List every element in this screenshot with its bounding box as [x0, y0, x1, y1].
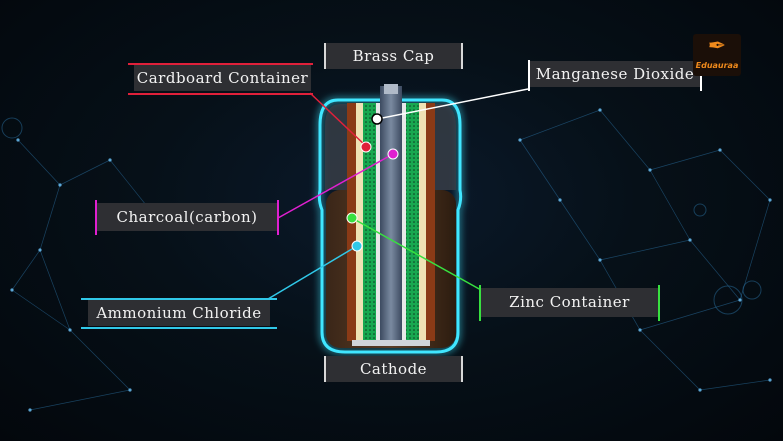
charcoal-mix-right	[406, 103, 419, 341]
network-link	[11, 249, 41, 291]
leader-zinc	[351, 217, 482, 291]
bar-ammonium-top	[81, 298, 277, 300]
tick-cathode-right	[461, 356, 463, 382]
battery-outline	[317, 98, 463, 354]
network-link	[69, 329, 131, 391]
tick-zinc-left	[479, 285, 481, 321]
network-link	[559, 199, 601, 261]
leader-charcoal	[277, 153, 394, 219]
marker-zinc	[346, 212, 358, 224]
tick-charcoal-right	[277, 200, 279, 235]
network-node	[698, 388, 702, 392]
network-link	[639, 329, 701, 391]
marker-cardboard	[360, 141, 372, 153]
network-node	[128, 388, 132, 392]
marker-charcoal	[387, 148, 399, 160]
network-node	[16, 138, 20, 142]
network-node	[648, 168, 652, 172]
logo-text: Eduauraa	[695, 61, 739, 70]
label-ammonium-chloride: Ammonium Chloride	[88, 300, 270, 326]
leader-cardboard	[309, 92, 368, 148]
label-charcoal: Charcoal(carbon)	[97, 203, 277, 231]
label-cathode: Cathode	[325, 356, 462, 382]
tick-charcoal-left	[95, 200, 97, 235]
brass-cap-top	[384, 84, 398, 94]
network-ring	[693, 203, 707, 217]
network-ring	[742, 280, 762, 300]
network-link	[639, 299, 741, 331]
label-cardboard-container: Cardboard Container	[134, 65, 311, 91]
paste-layer-right	[419, 103, 426, 341]
network-node	[38, 248, 42, 252]
tick-brass-cap-right	[461, 43, 463, 69]
network-link	[719, 149, 771, 201]
network-link	[59, 159, 111, 186]
leader-ammonium	[267, 245, 358, 300]
eduauraa-logo: ✒ Eduauraa	[693, 34, 741, 76]
network-link	[599, 109, 651, 171]
network-node	[10, 288, 14, 292]
tick-manganese-left	[528, 60, 530, 91]
bar-ammonium-bottom	[81, 327, 277, 329]
network-link	[11, 289, 71, 331]
network-link	[699, 379, 771, 391]
network-node	[68, 328, 72, 332]
network-link	[29, 389, 131, 411]
separator-left	[376, 103, 380, 341]
network-node	[28, 408, 32, 412]
bar-cardboard-bottom	[128, 93, 313, 95]
network-link	[649, 169, 691, 241]
network-node	[718, 148, 722, 152]
tick-brass-cap-left	[324, 43, 326, 69]
network-link	[599, 239, 691, 261]
network-node	[638, 328, 642, 332]
network-node	[558, 198, 562, 202]
network-link	[689, 239, 741, 301]
network-node	[598, 258, 602, 262]
eduauraa-logo-icon: ✒	[707, 34, 727, 59]
network-node	[58, 183, 62, 187]
separator-right	[402, 103, 406, 341]
network-link	[17, 139, 61, 186]
tick-cathode-left	[324, 356, 326, 382]
network-link	[39, 249, 71, 331]
network-link	[649, 149, 721, 171]
label-zinc-container: Zinc Container	[481, 288, 658, 317]
network-link	[519, 139, 561, 201]
network-ring	[713, 285, 743, 315]
bar-cardboard-top	[128, 63, 313, 65]
network-link	[39, 184, 61, 251]
marker-ammonium	[351, 240, 363, 252]
network-node	[598, 108, 602, 112]
cathode-plate	[352, 340, 430, 346]
leader-manganese	[376, 88, 529, 120]
network-node	[688, 238, 692, 242]
network-node	[518, 138, 522, 142]
label-manganese-dioxide: Manganese Dioxide	[530, 61, 700, 87]
marker-manganese	[371, 113, 383, 125]
network-ring	[1, 117, 23, 139]
network-link	[109, 159, 151, 211]
network-node	[738, 298, 742, 302]
label-brass-cap: Brass Cap	[325, 43, 462, 69]
charcoal-mix-left	[363, 103, 376, 341]
network-link	[519, 109, 601, 141]
carbon-rod	[380, 86, 402, 341]
network-link	[739, 199, 771, 301]
network-node	[108, 158, 112, 162]
cardboard-layer-right	[426, 103, 435, 341]
tick-zinc-right	[658, 285, 660, 321]
network-node	[768, 198, 772, 202]
network-node	[768, 378, 772, 382]
